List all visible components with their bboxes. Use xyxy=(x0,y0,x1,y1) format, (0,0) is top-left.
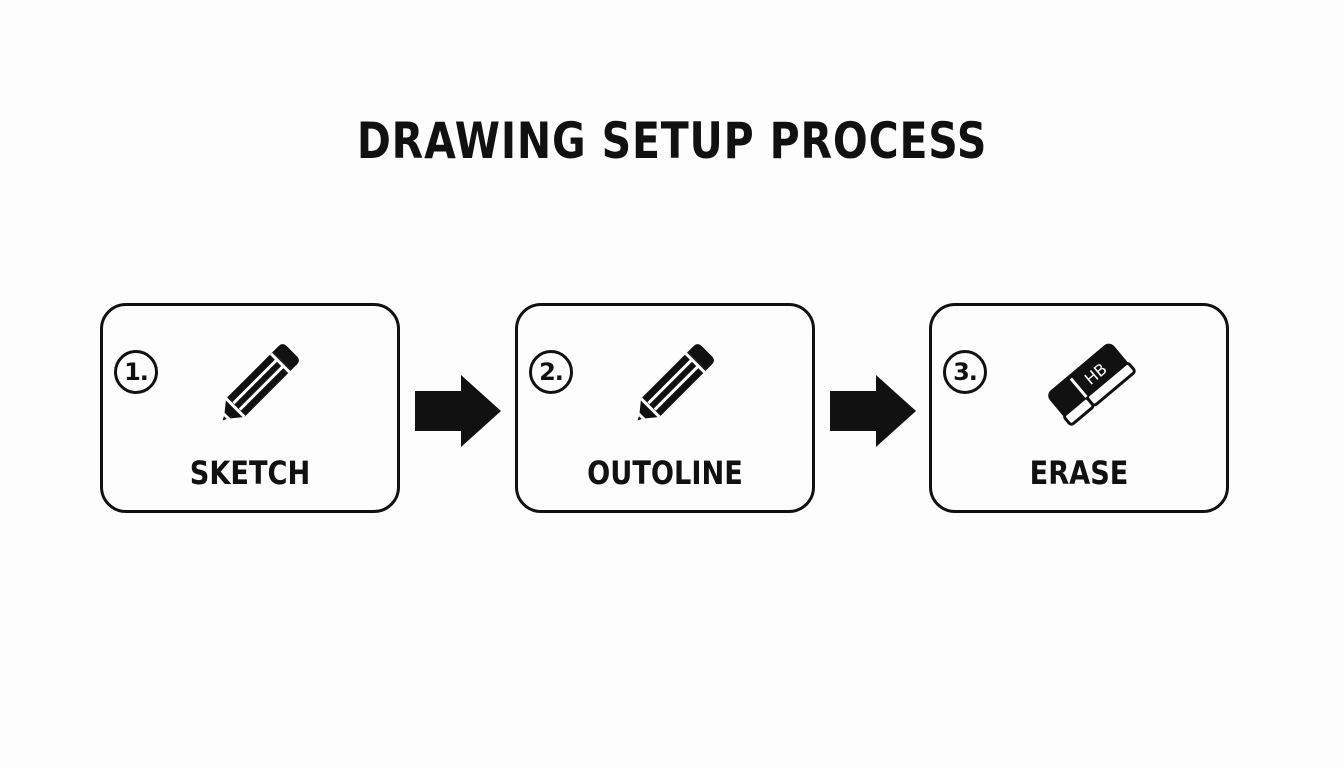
step-label: OUTOLINE xyxy=(587,454,743,492)
step-card-erase: 3. HB ERASE xyxy=(929,303,1229,513)
step-label: SKETCH xyxy=(189,454,311,492)
pencil-icon xyxy=(620,328,730,438)
pencil-icon xyxy=(205,328,315,438)
step-label: ERASE xyxy=(1029,454,1129,492)
arrow-right-icon xyxy=(413,375,503,447)
eraser-icon: HB xyxy=(1034,328,1144,438)
step-number: 2. xyxy=(529,350,573,394)
step-card-sketch: 1. SKETCH xyxy=(100,303,400,513)
arrow-right-icon xyxy=(828,375,918,447)
step-number: 1. xyxy=(114,350,158,394)
step-card-outoline: 2. OUTOLINE xyxy=(515,303,815,513)
diagram-title: DRAWING SETUP PROCESS xyxy=(356,112,988,170)
step-number: 3. xyxy=(943,350,987,394)
